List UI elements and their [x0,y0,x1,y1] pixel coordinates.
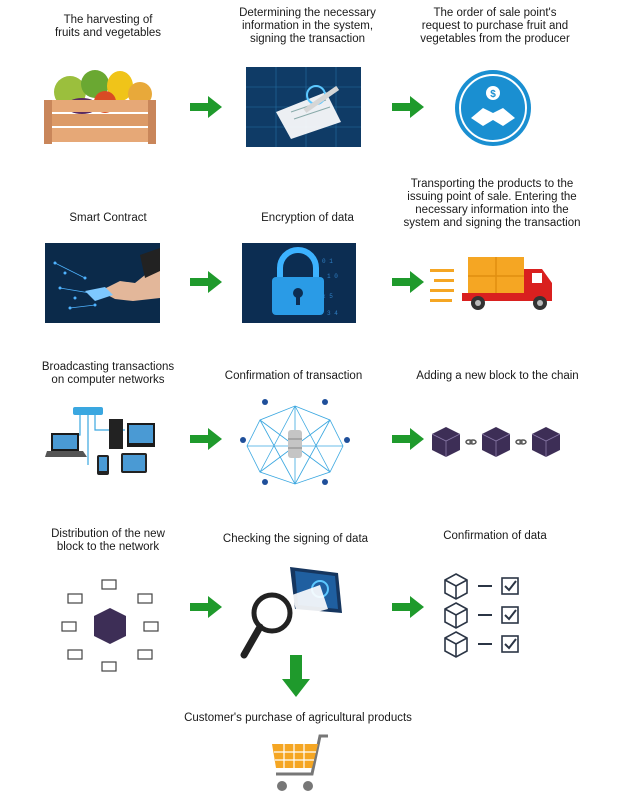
truck-icon [428,255,558,313]
arrow-down-icon [282,655,310,697]
step-check-sign-caption: Checking the signing of data [222,533,369,545]
step-broadcast-caption: Broadcasting transactions on computer ne… [41,361,175,386]
padlock-icon: 0 1 1 0 x 5 3 4 [242,243,356,323]
block-distribution-illustration [60,578,160,674]
arrow-right-icon [392,271,424,293]
handshake-coin-icon: $ [453,68,533,148]
smart-contract-handshake-illustration [45,243,160,323]
svg-text:$: $ [490,89,496,100]
arrow-right-icon [392,596,424,618]
svg-text:0 1: 0 1 [322,258,333,265]
svg-text:3 4: 3 4 [327,310,338,317]
blockchain-chain-illustration [432,425,560,459]
arrow-right-icon [190,271,222,293]
block-checkbox-list-illustration [444,572,524,660]
step-transport-caption: Transporting the products to the issuing… [403,178,581,229]
arrow-right-icon [190,428,222,450]
step-harvest-caption: The harvesting of fruits and vegetables [54,14,162,39]
step-confirm-data-caption: Confirmation of data [443,530,547,542]
step-purchase-caption: Customer's purchase of agricultural prod… [184,712,412,724]
shopping-cart-icon [266,732,332,796]
svg-text:1 0: 1 0 [327,273,338,280]
step-smart-contract-caption: Smart Contract [69,212,147,224]
signing-tablet-illustration [246,67,361,147]
step-order-caption: The order of sale point's request to pur… [420,7,570,45]
step-distribute-caption: Distribution of the new block to the net… [51,528,165,553]
magnifier-icon [240,565,345,660]
arrow-right-icon [392,428,424,450]
svg-text:x 5: x 5 [322,293,333,300]
arrow-right-icon [190,596,222,618]
arrow-right-icon [392,96,424,118]
transaction-network-illustration [235,398,355,490]
step-add-block-caption: Adding a new block to the chain [416,370,579,382]
computer-network-illustration [45,405,160,487]
step-encryption-caption: Encryption of data [261,212,354,224]
fruit-crate-illustration [40,62,160,147]
step-confirm-tx-caption: Confirmation of transaction [224,370,363,382]
step-determine-caption: Determining the necessary information in… [239,7,376,45]
arrow-right-icon [190,96,222,118]
